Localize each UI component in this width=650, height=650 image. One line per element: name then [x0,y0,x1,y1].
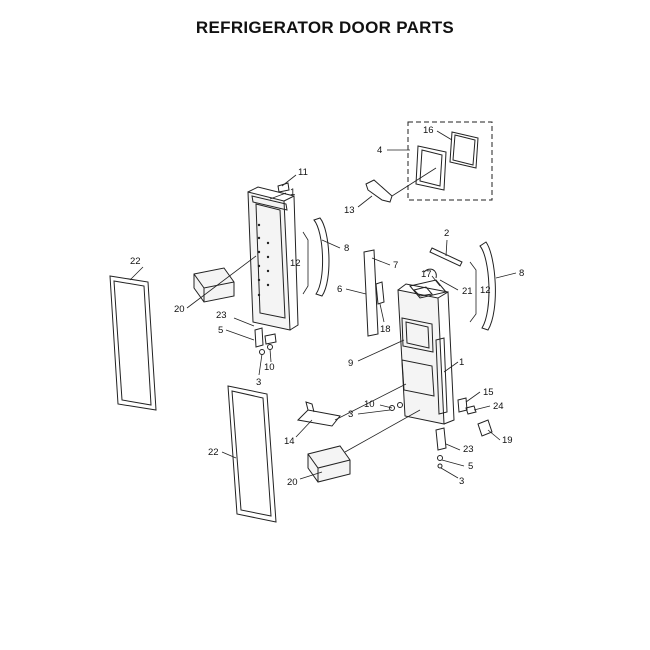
callout-3: 3 [256,377,261,388]
callout-13: 13 [344,205,355,216]
callout-5: 5 [218,325,223,336]
right-door-handle [479,241,496,331]
callout-3: 3 [348,409,353,420]
callout-6: 6 [337,284,342,295]
callout-2: 2 [444,228,449,239]
callout-23: 23 [463,444,474,455]
callout-10: 10 [364,399,375,410]
callout-5: 5 [468,461,473,472]
callout-24: 24 [493,401,504,412]
callout-18: 18 [380,324,391,335]
callout-16: 16 [423,125,434,136]
bottom-hinge-part [254,327,264,348]
small-clip-24 [465,405,477,415]
right-door-assembly [363,241,496,469]
callout-19: 19 [502,435,513,446]
dispenser-kit-box [407,121,493,201]
callout-14: 14 [284,436,295,447]
callout-7: 7 [393,260,398,271]
callout-20: 20 [174,304,185,315]
callout-21: 21 [462,286,473,297]
door-bin-bracket [296,401,341,427]
callout-22: 22 [130,256,141,267]
callout-20: 20 [287,477,298,488]
left-door-bin [193,267,235,303]
diagram-title: REFRIGERATOR DOOR PARTS [195,18,455,37]
small-bracket-15 [457,397,468,413]
callout-23: 23 [216,310,227,321]
callout-4: 4 [377,145,382,156]
left-door-handle [313,217,330,297]
callout-1: 1 [459,357,464,368]
left-door-assembly [193,182,330,355]
callout-17: 17 [421,269,432,280]
callout-11: 11 [298,167,308,178]
door-gasket-lower [227,385,277,523]
callout-8: 8 [519,268,524,279]
left-door-dimples [257,223,270,297]
callout-labels: 1 1 2 3 3 3 4 5 5 6 7 8 8 9 10 10 11 12 … [130,125,524,488]
small-cover-19 [477,419,493,437]
dispenser-side-strip [363,249,379,337]
callout-1: 1 [290,187,295,198]
callout-3: 3 [459,476,464,487]
callout-15: 15 [483,387,494,398]
dispenser-opening [401,317,434,353]
right-door-bin [307,445,351,483]
left-door-gasket-upper [109,275,157,411]
left-door-panel [247,191,291,331]
callout-8: 8 [344,243,349,254]
callout-12: 12 [290,258,301,269]
callout-9: 9 [348,358,353,369]
dispenser-bracket [365,179,393,203]
callout-22: 22 [208,447,219,458]
callout-12: 12 [480,285,491,296]
callout-10: 10 [264,362,275,373]
leader-lines [129,130,517,480]
